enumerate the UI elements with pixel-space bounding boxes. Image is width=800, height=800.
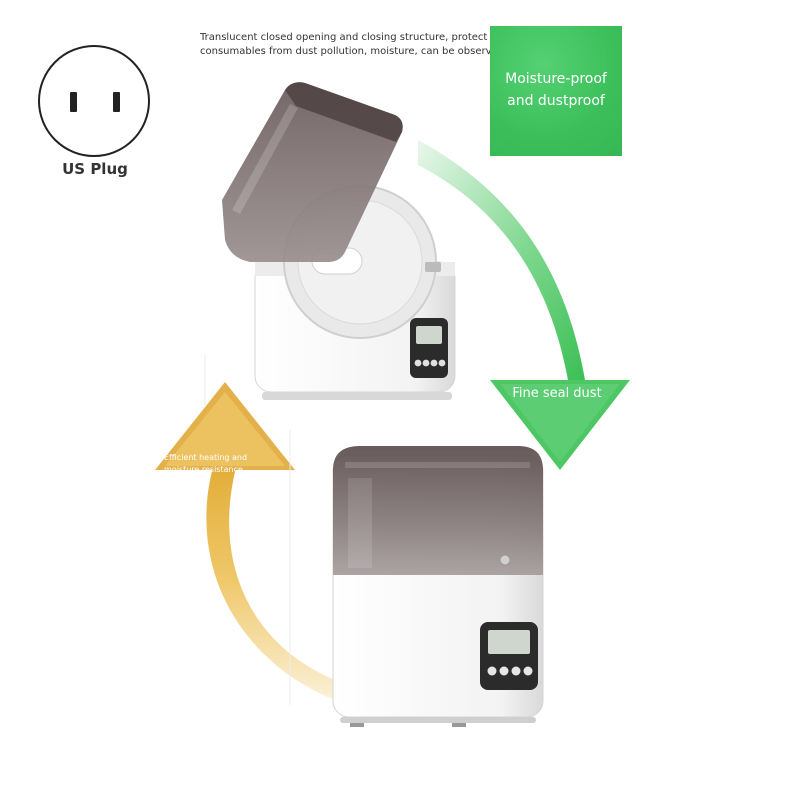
yellow-curved-arrow-icon: [155, 382, 335, 700]
dryer-box-closed: [332, 446, 544, 727]
fine-seal-label: Fine seal dust: [512, 386, 602, 401]
dryer-box-open: [222, 82, 456, 400]
us-plug-icon: [38, 45, 150, 157]
moisture-proof-badge: [490, 26, 622, 156]
moisture-proof-label: Moisture-proof and dustproof: [505, 71, 607, 109]
plug-label: US Plug: [62, 160, 128, 178]
heating-label: Efficient heating and moisture resistanc…: [164, 453, 248, 474]
green-curved-arrow-icon: [418, 140, 630, 470]
headline-text: Translucent closed opening and closing s…: [200, 32, 508, 57]
